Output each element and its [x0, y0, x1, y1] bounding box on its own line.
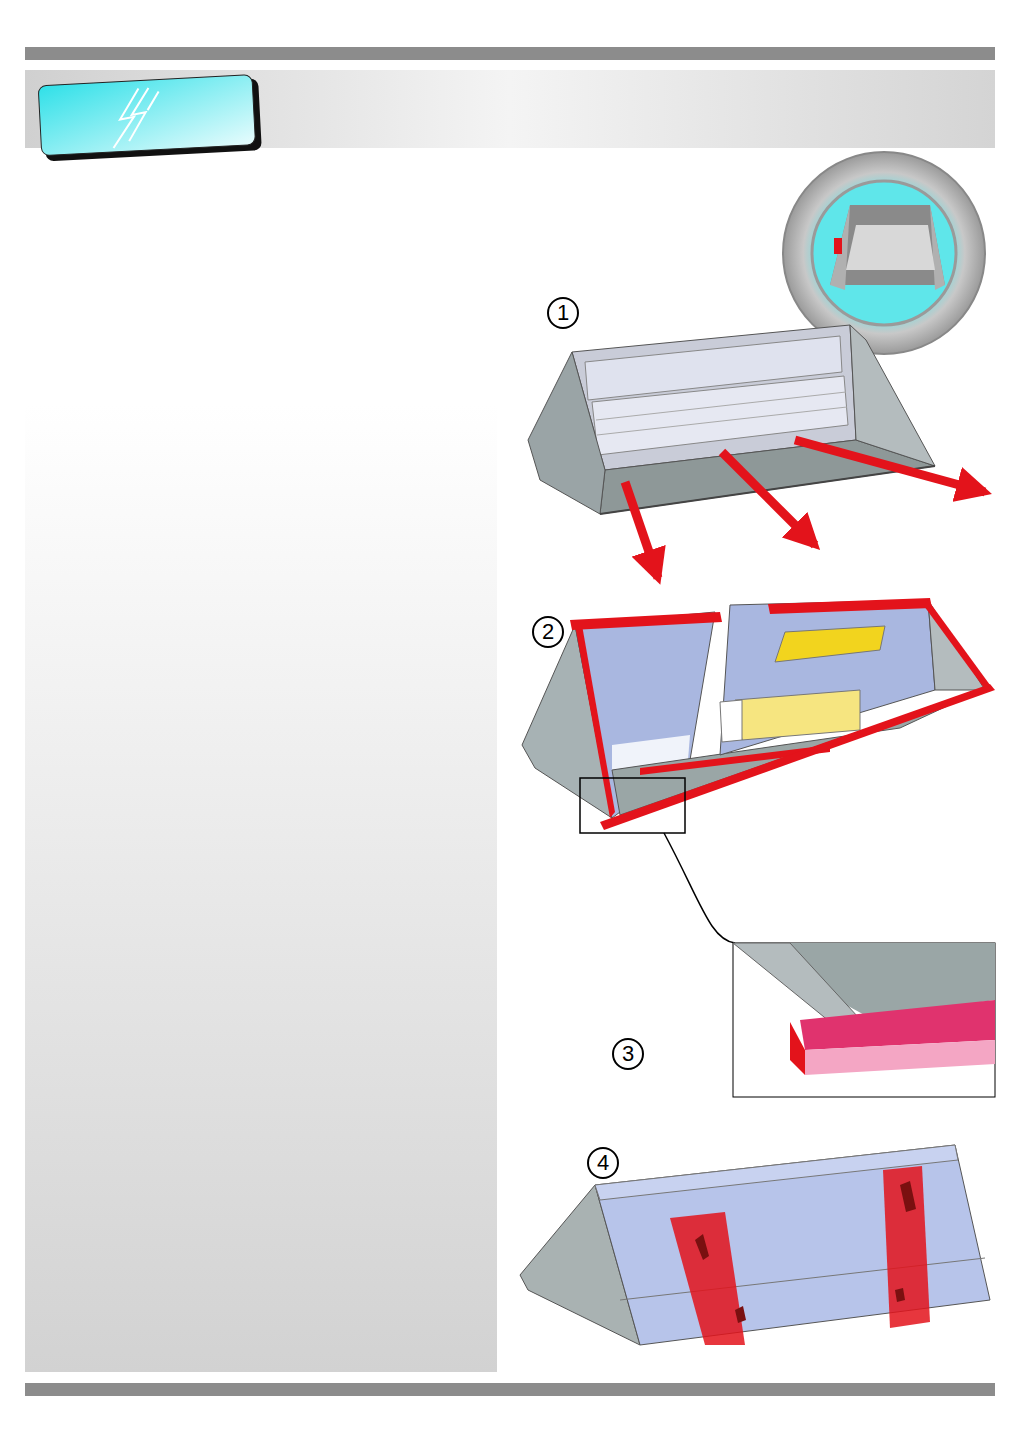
callout-number: 4	[587, 1147, 619, 1179]
callout-number: 3	[612, 1038, 644, 1070]
callout-number: 1	[547, 297, 579, 329]
callout-number: 2	[532, 616, 564, 648]
